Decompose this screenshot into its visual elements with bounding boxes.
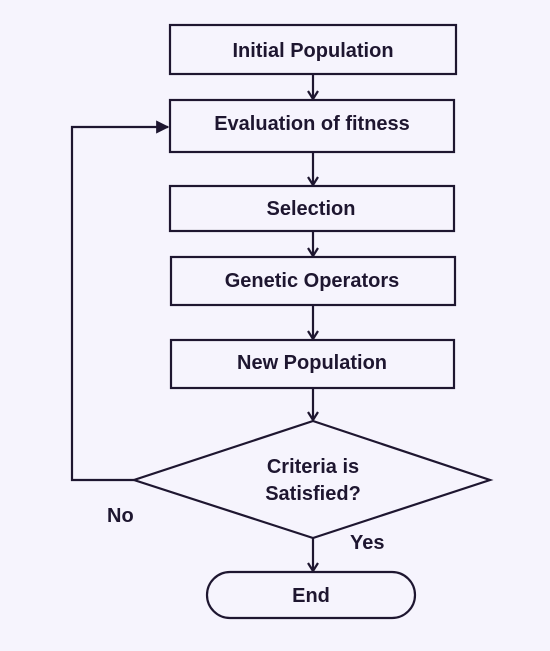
end-terminator <box>205 570 417 620</box>
end-label: End <box>292 585 330 607</box>
yes-edge-label: Yes <box>350 532 384 554</box>
new-population-label: New Population <box>237 352 387 374</box>
criteria-label-line2: Satisfied? <box>265 483 361 505</box>
evaluation-fitness-label: Evaluation of fitness <box>214 113 410 135</box>
criteria-decision-diamond <box>130 419 494 540</box>
initial-population-label: Initial Population <box>232 40 393 62</box>
selection-label: Selection <box>267 198 356 220</box>
no-loop-connector <box>70 120 170 482</box>
no-edge-label: No <box>107 505 134 527</box>
genetic-operators-label: Genetic Operators <box>225 270 400 292</box>
criteria-label-line1: Criteria is <box>267 456 359 478</box>
